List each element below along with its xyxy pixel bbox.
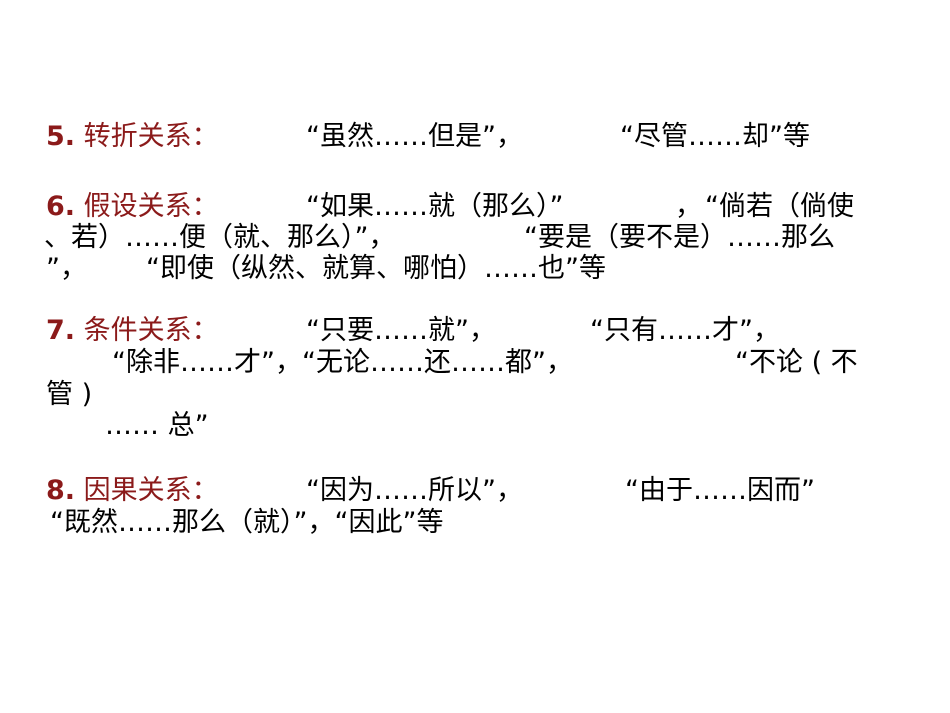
item-6-text: ， [675,191,702,222]
item-label: 条件关系： [83,315,219,346]
item-6-text: 、若）……便（就、那么）”， [44,222,396,253]
item-5-text: “虽然……但是”， [306,121,523,152]
item-label: 因果关系： [83,475,219,506]
item-7-text: …… 总” [105,410,209,441]
item-number: 8. [46,475,76,506]
item-6-heading: 6. 假设关系： [46,191,219,223]
item-8-heading: 8. 因果关系： [46,475,219,507]
item-7-text: “除非……才”，“无论……还……都”， [112,347,573,378]
item-7-heading: 7. 条件关系： [46,315,219,347]
item-8-text: “因为……所以”， [306,475,523,506]
item-6-text: “倘若（倘使 [705,191,854,222]
item-6-text: “要是（要不是）……那么 [524,222,835,253]
item-6-text: ”， [46,253,87,284]
item-7-text: “只有……才”， [590,315,780,346]
item-number: 6. [46,191,76,222]
item-6-text: “如果……就（那么）” [306,191,564,222]
item-number: 7. [46,315,76,346]
item-number: 5. [46,121,76,152]
item-label: 转折关系： [83,121,219,152]
item-8-text: “既然……那么（就）”，“因此”等 [50,507,444,538]
item-6-text: “即使（纵然、就算、哪怕）……也”等 [146,253,606,284]
item-7-text: 管 ) [46,379,93,410]
item-7-text: “只要……就”， [306,315,496,346]
item-5-text: “尽管……却”等 [620,121,810,152]
item-7-text: “不论 ( 不 [735,347,858,378]
item-label: 假设关系： [83,191,219,222]
item-5-heading: 5. 转折关系： [46,121,219,153]
item-8-text: “由于……因而” [625,475,815,506]
